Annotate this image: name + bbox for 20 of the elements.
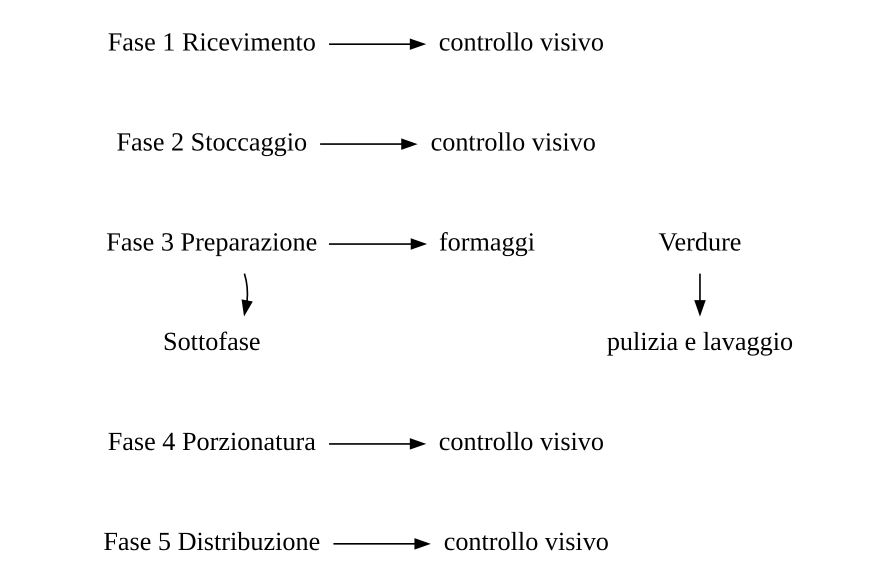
node-text: controllo visivo: [443, 527, 608, 556]
arrow: [332, 538, 430, 550]
node-text: formaggi: [438, 227, 535, 256]
arrow: [320, 138, 418, 150]
node-text: Fase 4 Porzionatura: [107, 427, 316, 456]
node-text: pulizia e lavaggio: [606, 327, 793, 356]
node-text: controllo visivo: [438, 27, 604, 56]
node-text: Fase 3 Preparazione: [106, 227, 317, 256]
arrow: [328, 438, 426, 450]
arrow: [328, 38, 426, 50]
arrow: [328, 238, 427, 250]
node-text: Fase 1 Ricevimento: [107, 27, 316, 56]
node-text: controllo visivo: [438, 427, 604, 456]
node-text: Verdure: [658, 227, 741, 256]
arrow: [241, 273, 252, 317]
node-text: Fase 2 Stoccaggio: [116, 127, 307, 156]
node-text: Fase 5 Distribuzione: [102, 527, 320, 556]
arrow: [694, 274, 706, 317]
node-text: controllo visivo: [430, 127, 596, 156]
node-text: Sottofase: [162, 327, 260, 356]
